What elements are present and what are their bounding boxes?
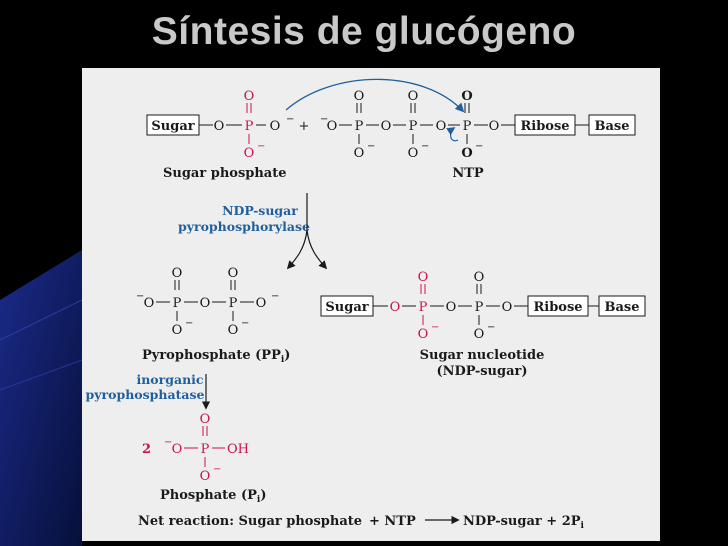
svg-text:O: O	[461, 89, 472, 104]
svg-text:−: −	[213, 464, 221, 475]
sugar-nucleotide-label-line1: Sugar nucleotide	[420, 348, 545, 363]
svg-text:O: O	[381, 119, 392, 134]
sugar-phosphate-structure: Sugar O P O − O O −	[146, 89, 294, 161]
svg-text:O: O	[256, 296, 267, 311]
enzyme2-name-line1: inorganic	[136, 372, 203, 387]
svg-text:O: O	[408, 89, 419, 104]
enzyme1-name-line1: NDP-sugar	[222, 203, 298, 218]
ntp-label: NTP	[452, 166, 484, 181]
svg-text:P: P	[355, 119, 364, 134]
svg-text:O: O	[446, 300, 457, 315]
svg-text:O: O	[244, 146, 255, 161]
phosphate-label: Phosphate (Pi)	[160, 488, 267, 505]
bond-cleavage-arrow	[446, 127, 459, 142]
svg-text:−: −	[421, 141, 429, 152]
net-reaction: Net reaction: Sugar phosphate + NTP NDP-…	[138, 514, 585, 531]
svg-text:O: O	[474, 327, 485, 342]
split-arrow-right	[306, 229, 328, 270]
svg-text:O: O	[200, 296, 211, 311]
nucleophilic-attack-arrow	[285, 78, 465, 113]
svg-text:O: O	[418, 270, 429, 285]
svg-text:−: −	[475, 141, 483, 152]
svg-text:2: 2	[142, 442, 151, 457]
net-reaction-products: NDP-sugar + 2Pi	[463, 514, 585, 531]
svg-text:O: O	[418, 327, 429, 342]
svg-text:−: −	[271, 291, 279, 302]
svg-text:O: O	[172, 266, 183, 281]
svg-text:O: O	[354, 146, 365, 161]
svg-text:−: −	[367, 141, 375, 152]
svg-text:O: O	[144, 296, 155, 311]
svg-text:−: −	[136, 291, 144, 302]
svg-text:Base: Base	[604, 300, 639, 315]
svg-text:O: O	[436, 119, 447, 134]
svg-text:O: O	[270, 119, 281, 134]
net-reaction-label: Net reaction: Sugar phosphate	[138, 514, 362, 529]
decorative-blue-wedge	[0, 250, 82, 546]
svg-text:−: −	[431, 322, 439, 333]
net-reaction-plus-ntp: + NTP	[369, 514, 416, 529]
sugar-phosphate-label: Sugar phosphate	[163, 166, 287, 181]
svg-text:O: O	[172, 323, 183, 338]
svg-text:O: O	[172, 442, 183, 457]
base-box-2	[598, 295, 646, 317]
svg-text:O: O	[408, 146, 419, 161]
enzyme2-name-line2: pyrophosphatase	[86, 387, 205, 402]
svg-text:OH: OH	[227, 442, 249, 457]
split-arrow-left	[286, 229, 308, 270]
svg-text:P: P	[463, 119, 472, 134]
svg-text:P: P	[419, 300, 428, 315]
svg-text:Ribose: Ribose	[520, 119, 569, 134]
plus-sign: +	[299, 119, 310, 134]
svg-text:O: O	[200, 412, 211, 427]
svg-text:O: O	[200, 469, 211, 484]
svg-text:P: P	[475, 300, 484, 315]
svg-text:O: O	[244, 89, 255, 104]
svg-text:O: O	[474, 270, 485, 285]
svg-text:P: P	[245, 119, 254, 134]
svg-text:O: O	[228, 266, 239, 281]
sugar-nucleotide-structure: Sugar O P O O − O P O O − O Ribose	[320, 270, 646, 342]
svg-text:−: −	[241, 318, 249, 329]
svg-text:O: O	[461, 146, 472, 161]
svg-text:−: −	[286, 114, 294, 125]
svg-text:Sugar: Sugar	[325, 300, 368, 315]
svg-text:−: −	[164, 437, 172, 448]
svg-text:O: O	[502, 300, 513, 315]
svg-text:O: O	[354, 89, 365, 104]
sugar-label: Sugar	[151, 119, 194, 134]
svg-text:O: O	[214, 119, 225, 134]
base-box	[588, 114, 636, 136]
svg-text:O: O	[327, 119, 338, 134]
svg-text:P: P	[229, 296, 238, 311]
svg-text:P: P	[409, 119, 418, 134]
svg-text:−: −	[487, 322, 495, 333]
reaction-diagram-panel: Sugar O P O − O O − + − O P O	[82, 68, 660, 541]
svg-text:O: O	[390, 300, 401, 315]
svg-text:O: O	[489, 119, 500, 134]
enzyme1-name-line2: pyrophosphorylase	[178, 219, 310, 234]
svg-text:−: −	[320, 114, 328, 125]
svg-text:Ribose: Ribose	[533, 300, 582, 315]
pyrophosphate-label: Pyrophosphate (PPi)	[142, 348, 290, 365]
ntp-structure: − O P O O − O P O O − O P O	[320, 89, 636, 161]
svg-text:−: −	[257, 141, 265, 152]
pyrophosphate-structure: − O P O O − O P O O − O −	[136, 266, 279, 338]
svg-text:P: P	[173, 296, 182, 311]
slide-title: Síntesis de glucógeno	[151, 10, 577, 53]
sugar-nucleotide-label-line2: (NDP-sugar)	[436, 364, 527, 379]
svg-text:P: P	[201, 442, 210, 457]
svg-text:O: O	[228, 323, 239, 338]
phosphate-structure: 2 − O P O O − OH	[142, 412, 249, 484]
svg-text:Base: Base	[594, 119, 629, 134]
svg-text:−: −	[185, 318, 193, 329]
